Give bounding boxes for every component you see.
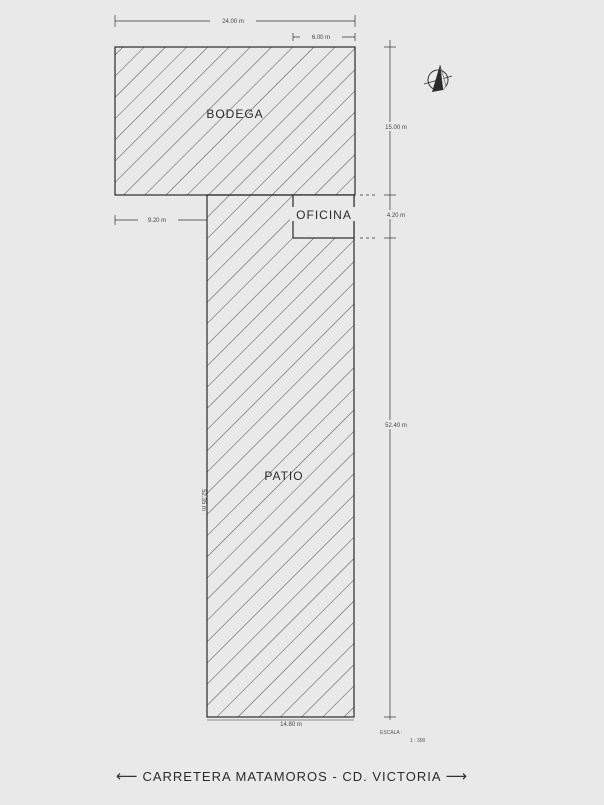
bodega-depth-label: 15.00 m xyxy=(385,125,407,131)
arrow-left-icon: ⟵ xyxy=(115,768,139,785)
patio-label: PATIO xyxy=(264,469,303,483)
road-label-bar: ⟵ CARRETERA MATAMOROS - CD. VICTORIA ⟶ xyxy=(72,766,512,786)
patio-width-label: 14.80 m xyxy=(280,722,302,728)
north-arrow-icon xyxy=(423,64,453,92)
overall-width-label: 24.00 m xyxy=(222,19,244,25)
bodega-label: BODEGA xyxy=(206,107,263,121)
patio-depth-label: 52.40 m xyxy=(385,423,407,429)
road-name: CARRETERA MATAMOROS - CD. VICTORIA xyxy=(142,768,442,784)
oficina-label: OFICINA xyxy=(296,208,352,222)
scale-value: 1 : 300 xyxy=(410,738,426,744)
bodega-area xyxy=(114,46,356,196)
dimension-right-vertical xyxy=(360,40,396,720)
right-offset-label: 6.00 m xyxy=(312,35,330,41)
scale-label: ESCALA : xyxy=(380,730,402,736)
patio-side-label: 52.35 m xyxy=(200,489,206,511)
left-offset-label: 9.20 m xyxy=(148,218,166,224)
oficina-depth-label: 4.20 m xyxy=(387,213,405,219)
patio-area xyxy=(206,194,355,718)
arrow-right-icon: ⟶ xyxy=(445,768,469,785)
